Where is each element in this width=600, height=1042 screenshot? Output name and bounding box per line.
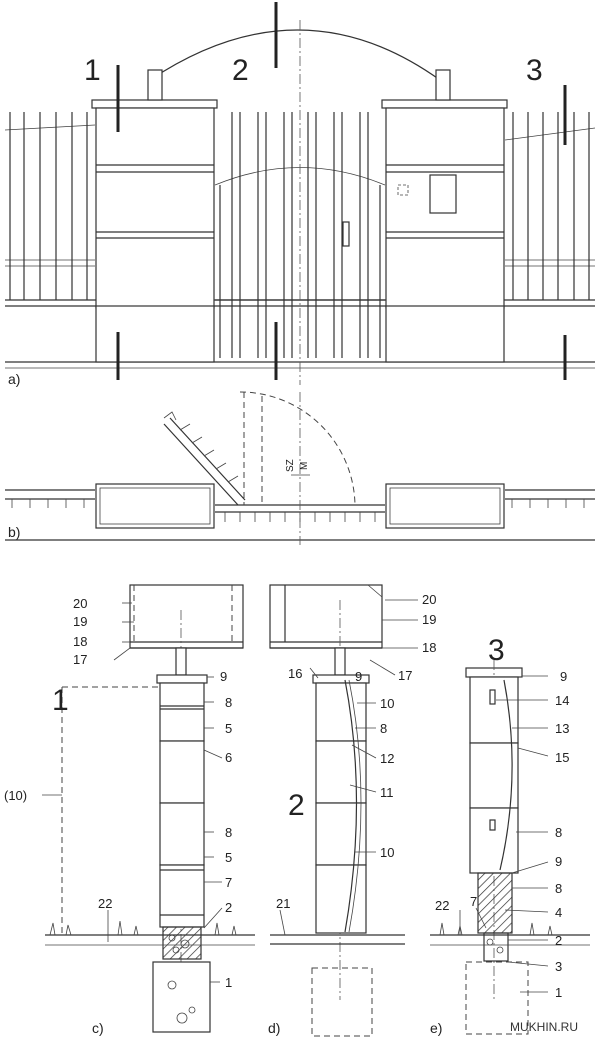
section-view-d: 20 19 18 17 16 9 10 8 12 11 10 21 2 d) (268, 584, 436, 1037)
callout-e-8b: 8 (555, 881, 562, 896)
callout-d-20: 20 (422, 592, 436, 607)
callout-1: 1 (225, 975, 232, 990)
section-label-3: 3 (526, 54, 543, 87)
callout-9: 9 (220, 669, 227, 684)
callout-d-10: 10 (380, 696, 394, 711)
callout-d-12: 12 (380, 751, 394, 766)
watermark: MUKHIN.RU (510, 1020, 578, 1034)
section-view-e: 9 14 13 15 8 9 8 4 7 22 2 3 1 3 e) (430, 634, 590, 1036)
view-label-c: c) (92, 1020, 104, 1036)
section-view-c: 20 19 18 17 9 8 5 6 (10) 8 5 7 22 2 1 1 … (4, 584, 255, 1036)
section-label-1: 1 (84, 54, 101, 87)
callout-e-3: 3 (555, 959, 562, 974)
callout-e-2: 2 (555, 933, 562, 948)
callout-e-13: 13 (555, 721, 569, 736)
plan-fence-posts (11, 499, 585, 522)
swing-arc (239, 391, 356, 507)
callout-d-19: 19 (422, 612, 436, 627)
plan-left-pillar (95, 483, 215, 529)
callout-e-4: 4 (555, 905, 562, 920)
open-gate-leaf (163, 411, 246, 506)
view-label-e: e) (430, 1020, 442, 1036)
callout-e-22: 22 (435, 898, 449, 913)
callout-22: 22 (98, 896, 112, 911)
callout-e-1: 1 (555, 985, 562, 1000)
callout-19: 19 (73, 614, 87, 629)
gate-leaves (214, 112, 386, 358)
plan-view-b: SZ M b) (5, 391, 595, 545)
section-d-label: 2 (288, 789, 305, 822)
callout-2: 2 (225, 900, 232, 915)
section-label-2: 2 (232, 54, 249, 87)
callout-e-7: 7 (470, 894, 477, 909)
right-pillar (381, 99, 508, 363)
top-arch (149, 29, 441, 81)
callout-e-9: 9 (560, 669, 567, 684)
callout-d-21: 21 (276, 896, 290, 911)
callout-e-15: 15 (555, 750, 569, 765)
wicket-leaf-profile (499, 679, 513, 871)
callout-18: 18 (73, 634, 87, 649)
section-e-label: 3 (488, 634, 505, 667)
view-label-a: a) (8, 371, 20, 387)
left-fence (4, 112, 96, 300)
left-pillar (91, 99, 218, 363)
right-fence (504, 112, 596, 300)
plan-right-pillar (385, 483, 505, 529)
callout-d-17: 17 (398, 668, 412, 683)
elevation-view-a: 1 2 3 a) (4, 2, 596, 387)
callout-8b: 8 (225, 825, 232, 840)
callout-17: 17 (73, 652, 87, 667)
callout-6: 6 (225, 750, 232, 765)
callout-d-18: 18 (422, 640, 436, 655)
view-label-d: d) (268, 1020, 280, 1036)
callout-7: 7 (225, 875, 232, 890)
callout-20: 20 (73, 596, 87, 611)
gate-leaf-profile (344, 679, 358, 933)
callout-8: 8 (225, 695, 232, 710)
callout-e-8: 8 (555, 825, 562, 840)
callout-10: (10) (4, 788, 27, 803)
plan-mark-sz: SZ (285, 459, 296, 472)
callout-e-9b: 9 (555, 854, 562, 869)
plan-mark-m: M (299, 462, 310, 470)
section-c-label: 1 (52, 684, 69, 717)
callout-5b: 5 (225, 850, 232, 865)
callout-d-9: 9 (355, 669, 362, 684)
callout-d-10b: 10 (380, 845, 394, 860)
callout-e-14: 14 (555, 693, 569, 708)
callout-d-8: 8 (380, 721, 387, 736)
callout-d-11: 11 (380, 785, 394, 800)
view-label-b: b) (8, 524, 20, 540)
callout-d-16: 16 (288, 666, 302, 681)
callout-5: 5 (225, 721, 232, 736)
